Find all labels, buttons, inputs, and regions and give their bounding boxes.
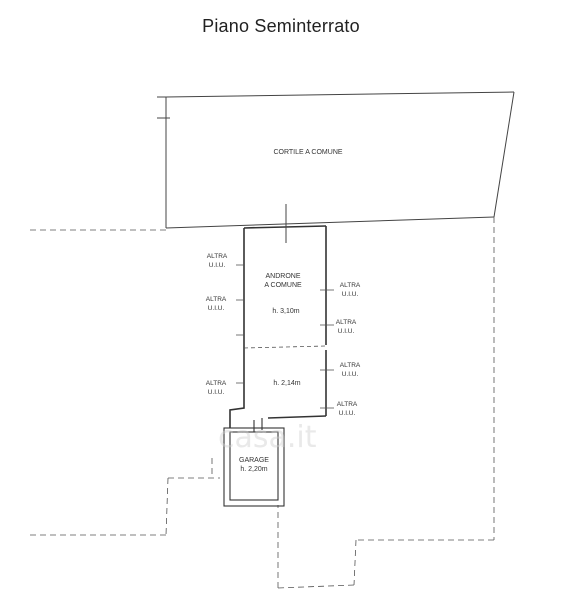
lobby-label-line1: ANDRONE [265, 273, 300, 280]
neighbor-unit-label: U.I.U. [208, 305, 225, 312]
property-boundary [30, 217, 495, 589]
wall-ticks [236, 264, 334, 409]
neighbor-unit-label: ALTRA [336, 319, 357, 326]
neighbor-unit-label: ALTRA [206, 296, 227, 303]
neighbor-unit-label: ALTRA [207, 253, 228, 260]
garage-walls [223, 418, 285, 507]
neighbor-unit-label: ALTRA [340, 362, 361, 369]
neighbor-unit-label: U.I.U. [209, 262, 226, 269]
neighbor-unit-label: ALTRA [337, 401, 358, 408]
neighbor-unit-label: ALTRA [206, 380, 227, 387]
neighbor-unit-label: U.I.U. [208, 389, 225, 396]
courtyard-label: CORTILE A COMUNE [273, 149, 342, 156]
lobby-walls [229, 225, 327, 428]
neighbor-unit-label: U.I.U. [338, 328, 355, 335]
neighbor-unit-label: U.I.U. [342, 371, 359, 378]
neighbor-unit-label: ALTRA [340, 282, 361, 289]
lobby-label-line2: A COMUNE [264, 282, 302, 289]
neighbor-unit-label: U.I.U. [342, 291, 359, 298]
lower-room-height-label: h. 2,14m [273, 380, 300, 387]
garage-label: GARAGE [239, 457, 269, 464]
lobby-height-label: h. 3,10m [272, 308, 299, 315]
garage-height-label: h. 2,20m [240, 466, 267, 473]
neighbor-unit-label: U.I.U. [339, 410, 356, 417]
watermark: casa.it [218, 420, 317, 455]
courtyard-outline [157, 91, 515, 229]
interior-divider [243, 345, 327, 349]
plan-title: Piano Seminterrato [202, 16, 360, 36]
